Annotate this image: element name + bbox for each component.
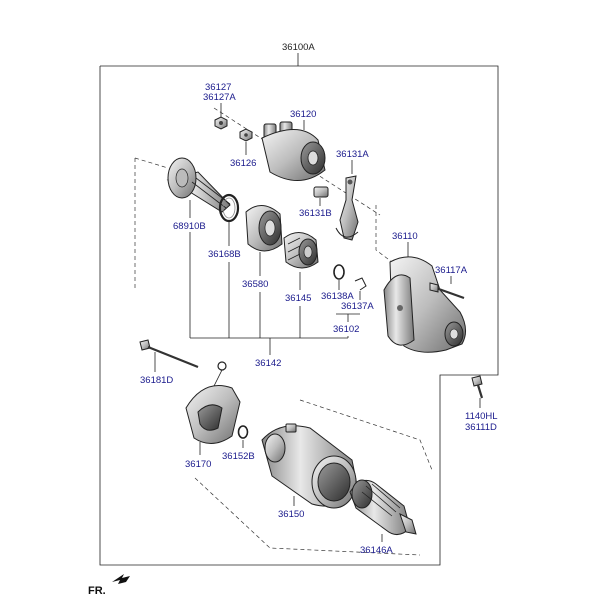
snap-ring-36137a[interactable]	[354, 277, 367, 291]
label-36120[interactable]: 36120	[290, 109, 316, 120]
label-36146a[interactable]: 36146A	[360, 545, 393, 556]
label-36181d[interactable]: 36181D	[140, 375, 173, 386]
guide-line-top	[134, 157, 169, 169]
washer-36152b[interactable]	[237, 425, 249, 439]
pinion-shaft-68910b[interactable]	[166, 157, 231, 213]
label-36138a[interactable]: 36138A	[321, 291, 354, 302]
rear-bracket-36170[interactable]	[185, 361, 241, 444]
label-36131b[interactable]: 36131B	[299, 208, 332, 219]
label-36580[interactable]: 36580	[242, 279, 268, 290]
label-36145[interactable]: 36145	[285, 293, 311, 304]
solenoid-switch-36120[interactable]	[261, 121, 326, 181]
label-36152b[interactable]: 36152B	[222, 451, 255, 462]
label-36117a[interactable]: 36117A	[435, 265, 468, 276]
guide-line-right	[375, 205, 393, 263]
label-36126[interactable]: 36126	[230, 158, 256, 169]
front-direction-label: FR.	[88, 585, 106, 597]
label-1140hl[interactable]: 1140HL	[465, 411, 498, 422]
label-36127a[interactable]: 36127A	[203, 92, 236, 103]
guide-line-lower	[299, 399, 433, 471]
label-36168b[interactable]: 36168B	[208, 249, 241, 260]
mounting-bolt-1140hl[interactable]	[471, 375, 484, 399]
front-housing-36110[interactable]	[383, 256, 466, 353]
pinion-gear-36145[interactable]	[283, 232, 319, 269]
washer-36138a[interactable]	[333, 264, 345, 280]
o-ring-36168b[interactable]	[218, 193, 240, 223]
label-36110[interactable]: 36110	[392, 231, 418, 242]
label-36142[interactable]: 36142	[255, 358, 281, 369]
assembly-number-label[interactable]: 36100A	[282, 42, 315, 53]
label-36127[interactable]: 36127	[205, 82, 231, 93]
gear-housing-36580[interactable]	[245, 205, 283, 252]
label-36137a[interactable]: 36137A	[341, 301, 374, 312]
label-36111d[interactable]: 36111D	[465, 422, 497, 433]
assembly-frame	[99, 65, 499, 566]
front-arrow-icon	[112, 574, 130, 584]
shift-lever-36131a[interactable]	[335, 175, 359, 241]
label-36150[interactable]: 36150	[278, 509, 304, 520]
label-36102[interactable]: 36102	[333, 324, 359, 335]
label-68910b[interactable]: 68910B	[173, 221, 206, 232]
yoke-assembly-36150[interactable]	[261, 423, 359, 509]
terminal-nut-36126[interactable]	[239, 128, 253, 142]
nut-36127[interactable]	[214, 116, 228, 130]
bolt-36117a[interactable]	[429, 282, 465, 300]
through-bolt-36181d[interactable]	[139, 339, 199, 369]
label-36170[interactable]: 36170	[185, 459, 211, 470]
armature-36146a[interactable]	[349, 479, 417, 535]
label-36131a[interactable]: 36131A	[336, 149, 369, 160]
lever-pin-36131b[interactable]	[313, 186, 329, 198]
